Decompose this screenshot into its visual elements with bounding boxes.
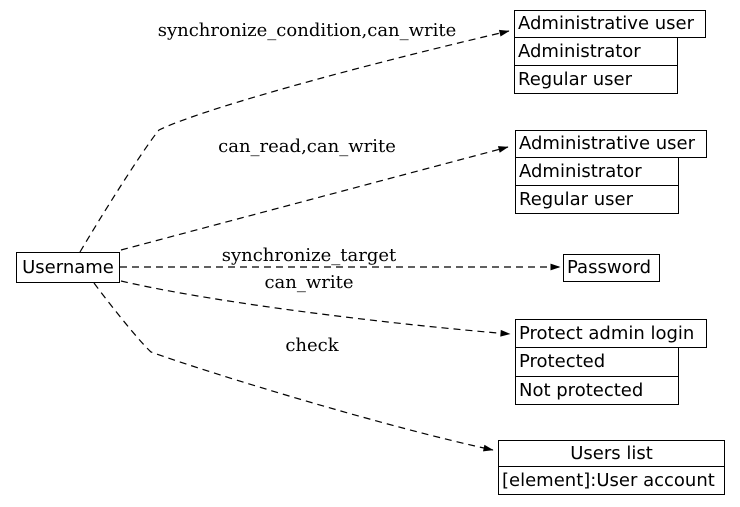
node-protect-admin-login-row: Not protected [515,376,679,405]
node-password: Password [563,254,660,282]
node-row-label: Administrator [519,160,642,182]
node-users-list-title: Users list [498,440,725,467]
node-row-label: Not protected [519,379,644,401]
node-admin-user-1-row: Administrator [514,37,678,66]
node-admin-user-1-row: Regular user [514,65,678,94]
node-users-list-row: [element]:User account [498,466,725,495]
edge-check [120,280,511,337]
node-admin-user-2-row: Regular user [515,185,679,214]
node-title-label: Administrative user [519,133,696,154]
edge-label-can-read: can_read,can_write [218,136,396,157]
edge-can-read [120,146,509,251]
node-row-label: Regular user [519,188,634,210]
node-row-label: Protected [519,351,606,372]
edge-label-synchronize-condition: synchronize_condition,can_write [157,20,457,41]
edge-label-synchronize-target: synchronize_target [221,245,397,266]
node-title-label: Password [567,257,652,278]
edge-synchronize-condition [79,29,510,253]
edge-label-can-write: can_write [264,272,354,293]
node-protect-admin-login-title: Protect admin login [515,319,707,348]
node-admin-user-2-title: Administrative user [515,130,707,158]
node-title-label: Users list [570,442,653,464]
node-username: Username [16,252,120,283]
node-title-label: Administrative user [518,13,695,34]
node-protect-admin-login-row: Protected [515,347,679,377]
node-row-label: [element]:User account [502,469,715,491]
node-title-label: Protect admin login [519,322,695,344]
node-row-label: Regular user [518,68,633,90]
node-admin-user-1-title: Administrative user [514,10,706,38]
edge-label-check: check [285,335,339,356]
node-row-label: Administrator [518,40,641,62]
edge-element [93,282,494,452]
node-username-label: Username [22,256,114,278]
node-admin-user-2-row: Administrator [515,157,679,186]
